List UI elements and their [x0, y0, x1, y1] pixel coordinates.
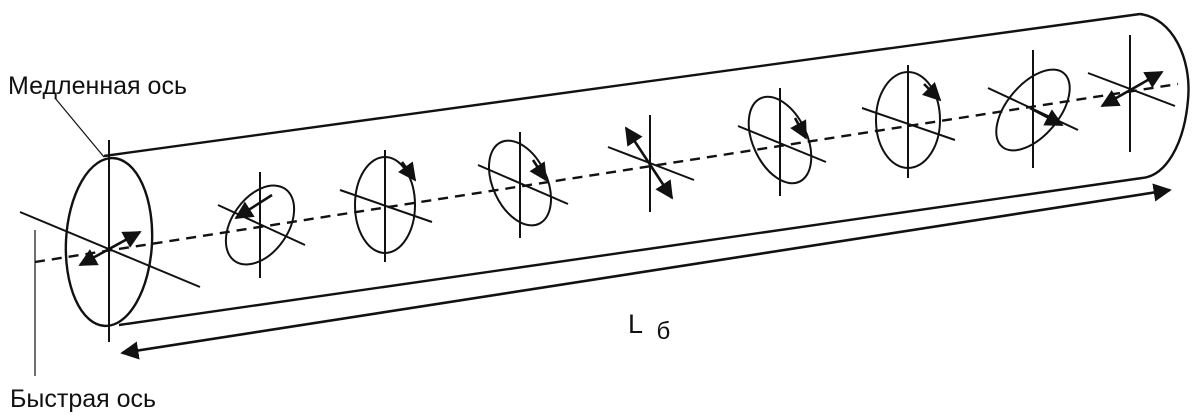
- beat-length-arrow: [120, 183, 1172, 360]
- propagation-axis: [34, 82, 1179, 264]
- fast-axis-label: Быстрая ось: [10, 385, 156, 413]
- beat-length-subscript: б: [657, 318, 671, 345]
- beat-length-symbol: L: [628, 309, 643, 339]
- polarization-state-9: [1087, 35, 1176, 152]
- polarization-state-6: [737, 88, 827, 196]
- polarization-state-2: [217, 172, 306, 278]
- slow-axis-leader: [54, 97, 105, 158]
- fiber-back-face: [1139, 12, 1190, 180]
- fiber-top-edge: [103, 12, 1141, 158]
- polarization-state-7: [861, 65, 956, 178]
- polarization-state-4: [477, 132, 569, 238]
- slow-axis-label: Медленная ось: [8, 72, 187, 100]
- fiber-bottom-edge: [118, 176, 1143, 327]
- beat-length-label: L б: [628, 309, 670, 345]
- polarization-states: [78, 35, 1176, 278]
- polarization-state-8: [987, 50, 1079, 168]
- polarization-state-5: [607, 115, 695, 212]
- polarization-state-3: [339, 150, 433, 262]
